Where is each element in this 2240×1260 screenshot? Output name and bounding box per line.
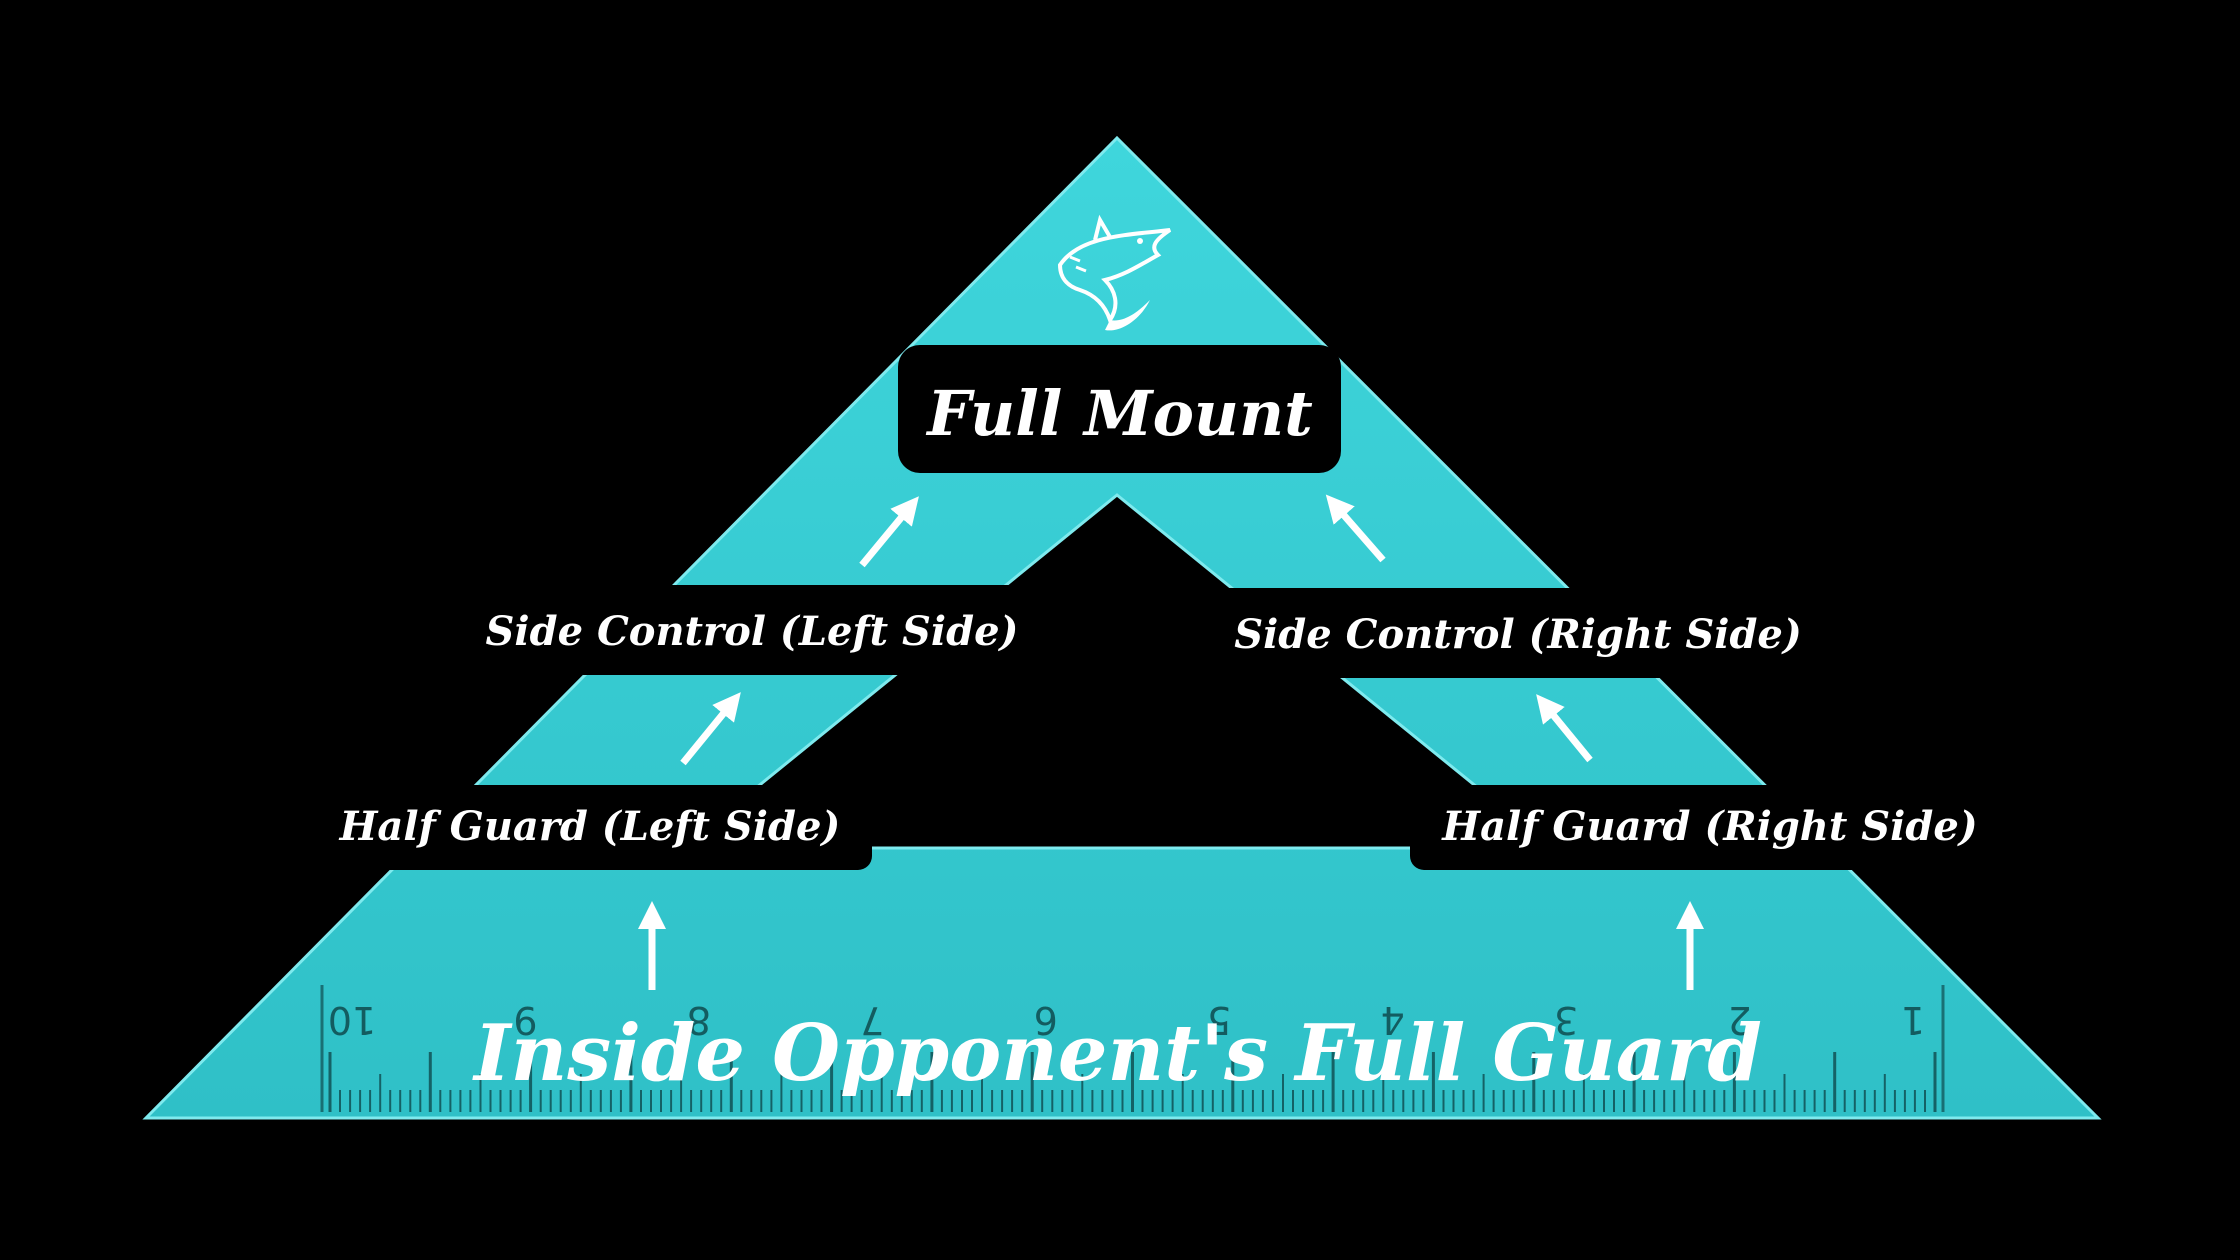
shark-logo-icon [1057,214,1172,331]
node-box-full-mount [898,345,1341,473]
node-box-half-guard-right [1410,785,2010,870]
node-half-guard-left: Half Guard (Left Side) [339,803,841,850]
ruler-number: 5 [1207,998,1231,1042]
node-side-control-left: Side Control (Left Side) [486,608,1019,655]
node-base-full-guard: Inside Opponent's Full Guard [472,1008,1762,1099]
ruler-number: 4 [1381,998,1405,1042]
ruler-number: 10 [328,998,376,1042]
arrow-up-icon [1325,494,1386,563]
node-full-mount: Full Mount [925,377,1313,450]
node-box-side-control-left [440,585,1062,675]
ruler-number: 7 [860,998,884,1042]
ruler-number: 1 [1901,998,1925,1042]
ruler-numbers: 10 9 8 7 6 5 4 3 2 1 [328,998,1925,1042]
node-side-control-right: Side Control (Right Side) [1234,611,1802,658]
arrow-up-icon [859,496,919,568]
node-box-side-control-right [1188,588,1838,678]
arrow-up-icon [1536,694,1593,763]
node-half-guard-right: Half Guard (Right Side) [1441,803,1977,850]
ruler-number: 3 [1554,998,1578,1042]
ruler-number: 9 [513,998,537,1042]
ruler-number: 2 [1728,998,1752,1042]
ruler-number: 6 [1034,998,1058,1042]
ruler-ticks [320,985,1945,1112]
node-box-half-guard-left [300,785,872,870]
arrow-up-icon [680,692,741,766]
ruler-number: 8 [687,998,711,1042]
